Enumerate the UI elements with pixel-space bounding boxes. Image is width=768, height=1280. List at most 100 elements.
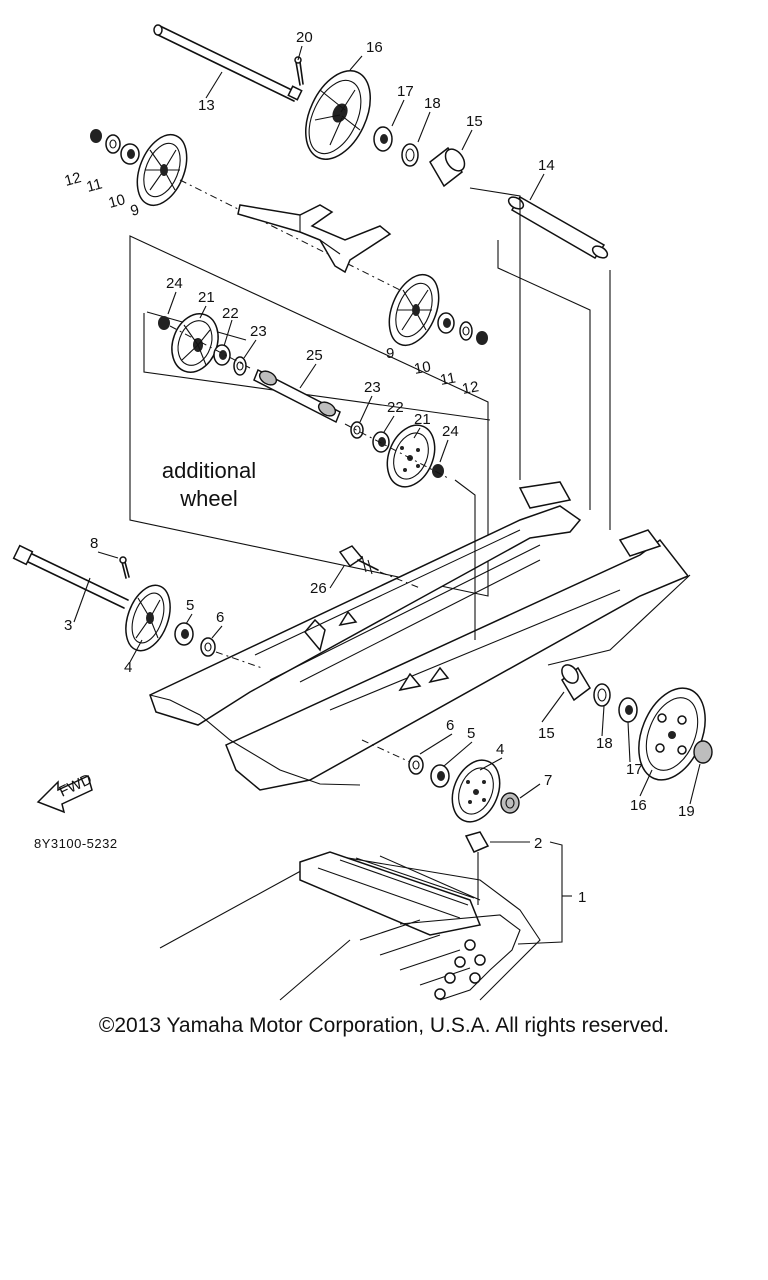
wheel-21-left [171, 313, 219, 373]
leader-line [413, 427, 421, 439]
circlip-18-top [401, 143, 419, 167]
callout-25: 25 [306, 347, 323, 364]
collar-15-lower [561, 664, 591, 702]
callout-24: 24 [442, 423, 459, 440]
leader-line [443, 741, 473, 767]
circlip-6-front [200, 637, 216, 657]
leader-line [223, 319, 233, 347]
leader-line [199, 305, 207, 319]
callout-12: 12 [63, 169, 84, 190]
leader-line [205, 71, 223, 99]
callout-10: 10 [107, 191, 128, 212]
leader-line [167, 291, 177, 315]
forward-arrow-icon: FWD [36, 771, 95, 814]
leader-line [129, 639, 143, 663]
callout-1: 1 [578, 889, 586, 906]
callout-16: 16 [366, 39, 383, 56]
collar-15-top [429, 146, 466, 188]
callout-6: 6 [216, 609, 224, 626]
wheel-21-right [386, 424, 436, 488]
leader-line [383, 415, 395, 433]
callout-15: 15 [538, 725, 555, 742]
callout-21: 21 [414, 411, 431, 428]
callout-11: 11 [439, 369, 457, 388]
track-1 [159, 851, 541, 1001]
callout-19: 19 [678, 803, 695, 820]
callout-3: 3 [64, 617, 72, 634]
callout-5: 5 [467, 725, 475, 742]
bearing-17-lower [618, 697, 638, 723]
washer-11-upper [105, 134, 121, 154]
callout-20: 20 [296, 29, 313, 46]
leader-line [243, 339, 257, 359]
bearing-22-left [213, 344, 231, 366]
callout-2: 2 [534, 835, 542, 852]
spacer-10-upper [120, 143, 140, 165]
callout-22: 22 [387, 399, 404, 416]
leader-line [349, 55, 363, 71]
leader-line [297, 45, 303, 61]
callout-17: 17 [397, 83, 414, 100]
wheel-4-rear [451, 759, 501, 823]
shaft-14 [507, 195, 609, 259]
leader-line [185, 613, 193, 625]
leader-line [211, 625, 223, 639]
callout-21: 21 [198, 289, 215, 306]
leader-line [461, 129, 473, 151]
leader-line [439, 439, 449, 463]
callout-11: 11 [85, 175, 104, 195]
callout-18: 18 [424, 95, 441, 112]
callout-15: 15 [466, 113, 483, 130]
callout-12: 12 [461, 378, 480, 398]
callout-18: 18 [596, 735, 613, 752]
leader-line [601, 705, 605, 737]
leader-line [529, 173, 545, 201]
rear-axle-13 [153, 24, 303, 102]
nut-12-upper [90, 129, 102, 143]
bearing-17-top [373, 126, 393, 152]
nut-24-left [158, 316, 170, 330]
circlip-6-rear [408, 755, 424, 775]
callout-5: 5 [186, 597, 194, 614]
callout-9: 9 [129, 201, 141, 220]
washer-23-right [350, 421, 364, 439]
callout-6: 6 [446, 717, 454, 734]
wheel-9-lower [388, 273, 440, 347]
callout-17: 17 [626, 761, 643, 778]
parts-diagram: FWD 8Y3100-5232 additional wheel 2016131… [12, 24, 713, 1001]
leader-line [479, 757, 503, 771]
bearing-22-right [372, 431, 390, 453]
leader-line [541, 691, 565, 723]
washer-23-left [233, 356, 247, 376]
leader-line [419, 733, 453, 755]
callout-23: 23 [364, 379, 381, 396]
bolt-26 [338, 545, 379, 575]
leader-line [689, 763, 701, 805]
callout-23: 23 [250, 323, 267, 340]
wheel-4-front [125, 584, 171, 652]
callout-7: 7 [544, 772, 552, 789]
slide-rail-frame [149, 481, 690, 791]
callout-10: 10 [413, 358, 432, 378]
callout-8: 8 [90, 535, 98, 552]
leader-line [417, 111, 431, 143]
leader-line [97, 551, 119, 559]
wheel-9-upper [136, 133, 188, 207]
additional-wheel-label-line1: additional [162, 458, 256, 483]
copyright-notice: ©2013 Yamaha Motor Corporation, U.S.A. A… [98, 1014, 670, 1037]
callout-22: 22 [222, 305, 239, 322]
callout-26: 26 [310, 580, 327, 597]
leader-line [329, 565, 345, 589]
spacer-10-lower [437, 312, 455, 334]
callout-14: 14 [538, 157, 555, 174]
nut-24-right [432, 464, 444, 478]
leader-line [73, 577, 91, 623]
nut-12-lower [476, 331, 488, 345]
leader-line [299, 363, 317, 389]
bearing-5-front [174, 622, 194, 646]
leader-line [627, 721, 631, 763]
shaft-25 [253, 368, 341, 424]
diagram-code: 8Y3100-5232 [34, 836, 118, 851]
idler-wheel-16-top [305, 70, 371, 160]
